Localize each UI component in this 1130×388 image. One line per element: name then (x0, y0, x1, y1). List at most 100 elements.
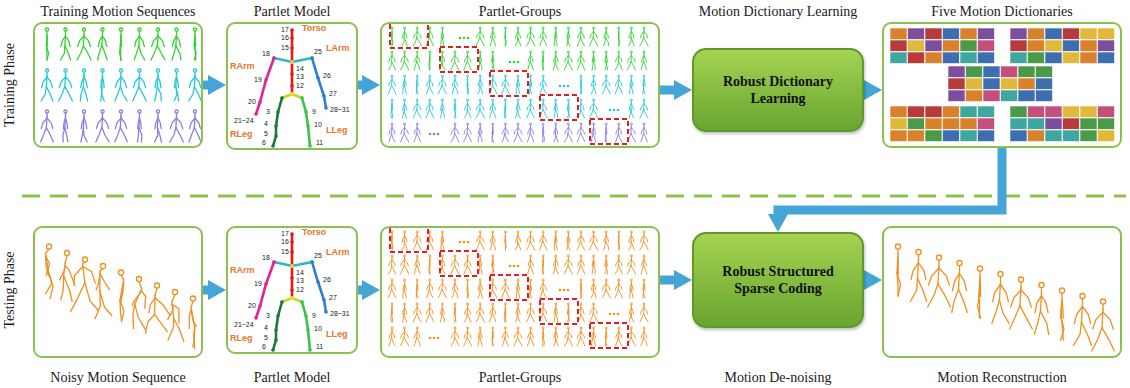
stick-figure (581, 313, 585, 322)
stick-figure (442, 284, 446, 290)
stick-figure (568, 103, 569, 110)
ellipsis-dot (429, 337, 432, 340)
stick-figure (605, 127, 606, 134)
stick-figure (542, 127, 543, 134)
stick-figure (602, 85, 606, 94)
stick-figure (518, 109, 521, 118)
stick-figure-head (404, 27, 406, 29)
stick-figure (568, 56, 572, 62)
stick-figure (631, 265, 636, 274)
dictionary-atom (948, 66, 965, 78)
stick-figure (417, 289, 419, 298)
joint-number: 4 (264, 324, 268, 331)
stick-figure (492, 337, 493, 346)
part-name: RArm (230, 62, 255, 71)
ellipsis-dot (467, 241, 470, 244)
stick-figure (121, 282, 124, 296)
stick-figure (618, 61, 622, 70)
skeleton-joint (324, 310, 328, 314)
stick-figure-head (530, 99, 532, 101)
group-window (590, 119, 628, 144)
stick-figure-head (492, 75, 494, 77)
dictionary-atom (983, 78, 1000, 90)
stick-figure-head (100, 264, 105, 269)
stick-figure (555, 61, 558, 70)
stick-figure (606, 32, 608, 38)
stick-figure-head (193, 28, 196, 31)
stick-figure-head (467, 279, 469, 281)
stick-figure (531, 128, 534, 134)
stick-figure (392, 337, 396, 346)
dictionary-atom (978, 118, 995, 130)
dictionary-atom (1045, 118, 1062, 130)
flow-arrow (358, 286, 368, 295)
stick-figure (580, 283, 581, 290)
stick-figure (1074, 307, 1082, 324)
stick-figure-head (172, 290, 177, 295)
stick-figure (567, 313, 568, 322)
stick-figure (467, 133, 471, 142)
stick-figure (618, 85, 622, 94)
stick-figure (428, 61, 430, 70)
stick-figure (405, 284, 407, 290)
stick-figure-head (138, 69, 141, 72)
stick-figure (605, 133, 606, 142)
stick-figure (442, 313, 444, 322)
joint-number: 20 (248, 98, 256, 105)
dictionary-atom (1063, 40, 1080, 52)
stick-figure (172, 46, 176, 60)
stick-figure (388, 289, 391, 298)
stick-figure (392, 260, 395, 266)
stick-figure (518, 313, 521, 322)
stick-figure-head (138, 28, 141, 31)
joint-number: 18 (262, 50, 270, 57)
stick-figure (63, 128, 65, 142)
stick-figure (619, 56, 622, 62)
stick-figure (606, 56, 607, 62)
stick-figure-head (391, 75, 393, 77)
stick-figure (618, 133, 622, 142)
stick-figure (441, 241, 442, 250)
stick-figure (644, 289, 646, 298)
stick-figure (939, 268, 949, 285)
skeleton-joint (290, 276, 294, 280)
stick-figure-head (154, 283, 159, 288)
stick-figure-head (118, 270, 123, 275)
stick-figure (629, 241, 631, 250)
stick-figure-head (643, 231, 645, 233)
stick-figure (505, 289, 509, 298)
joint-number: 3 (266, 108, 270, 115)
skeleton-joint (290, 60, 294, 64)
stick-figure (518, 241, 521, 250)
stick-figure-head (630, 123, 632, 125)
stick-figure (605, 331, 606, 338)
stick-figure (405, 56, 409, 62)
flow-arrow (864, 276, 870, 285)
stick-figure-head (542, 99, 544, 101)
stick-figure-head (580, 123, 582, 125)
stick-figure (594, 56, 595, 62)
stick-figure (189, 128, 194, 142)
dictionary-atom (1063, 28, 1080, 40)
ellipsis-dot (433, 133, 436, 136)
stick-figure-head (542, 327, 544, 329)
stick-figure-head (555, 51, 557, 53)
stick-figure (644, 236, 648, 242)
stick-figure (581, 332, 585, 338)
joint-number: 6 (262, 343, 266, 350)
stick-figure (480, 37, 484, 46)
stick-figure (593, 37, 597, 46)
skeleton-joint (274, 328, 278, 332)
dictionary-atom (1010, 118, 1027, 130)
stick-figure (464, 265, 467, 274)
stick-figure (581, 109, 585, 118)
stick-figure (910, 278, 917, 301)
stick-figure-head (404, 255, 406, 257)
stick-figure (442, 37, 444, 46)
stick-figure (555, 241, 557, 250)
stick-figure (644, 104, 648, 110)
stick-figure (631, 109, 634, 118)
stick-figure (567, 109, 568, 118)
dictionary-atom (1036, 78, 1053, 90)
stick-figure (405, 308, 407, 314)
